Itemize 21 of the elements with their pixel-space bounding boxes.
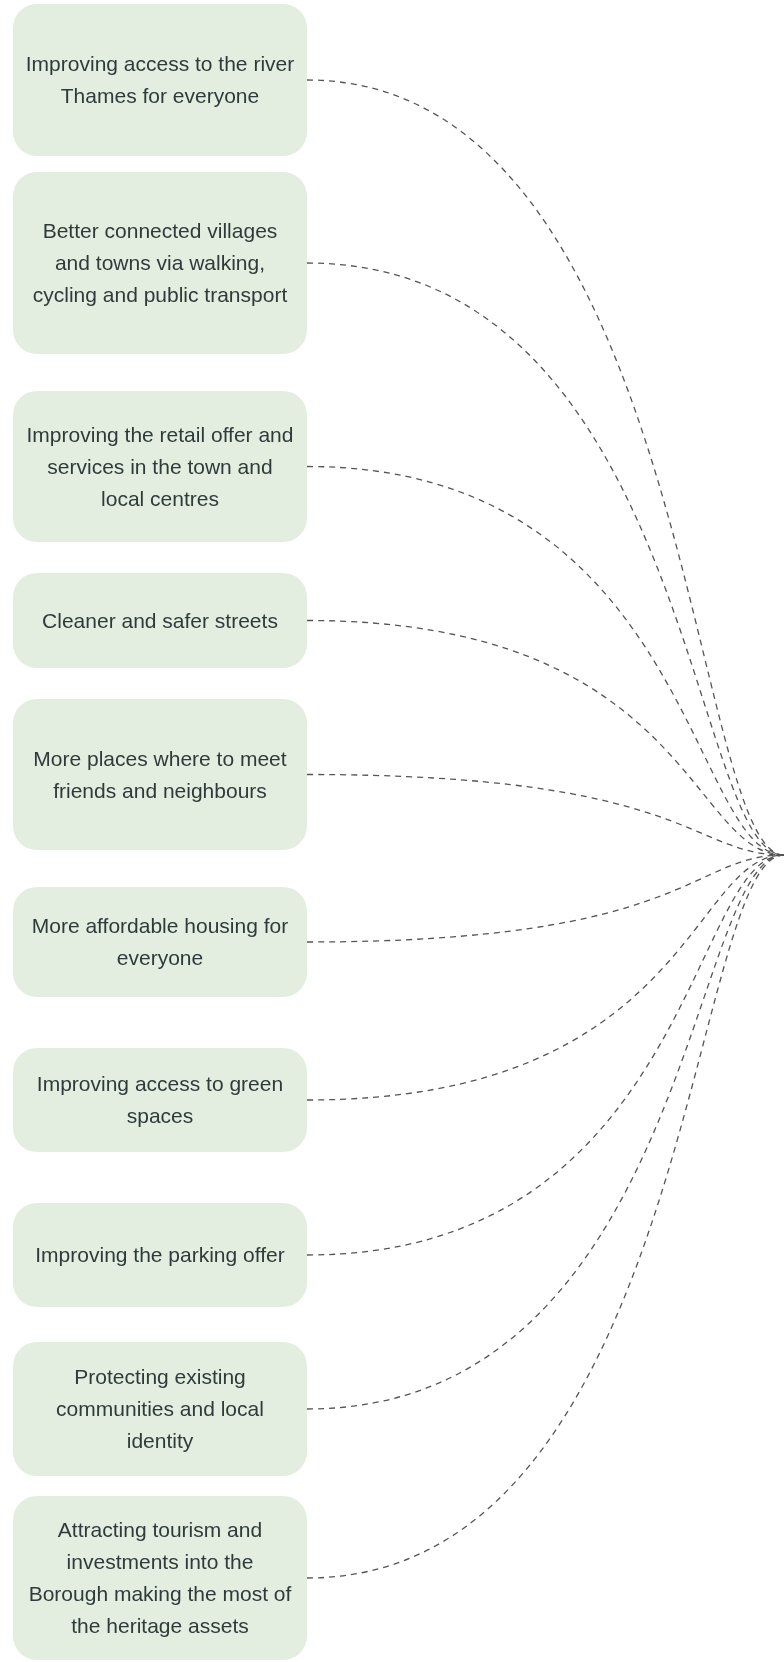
box-text: Improving access to green spaces: [35, 1071, 285, 1129]
box-text: More affordable housing for everyone: [30, 913, 290, 971]
box-text: Improving the retail offer and services in the town and local centres: [25, 421, 295, 512]
rounded-box: [13, 1203, 307, 1307]
box-text: Protecting existing communities and local identity: [55, 1364, 265, 1454]
rounded-box: [13, 172, 307, 354]
rounded-box: [13, 1342, 307, 1476]
box-text: More places where to meet friends and neighbours: [32, 745, 288, 804]
box-text: Attracting tourism and investments into the Borough making the most of the heritage assets: [27, 1517, 293, 1639]
rounded-box: [13, 4, 307, 156]
box-text: Improving access to the river Thames for everyone: [25, 51, 295, 109]
rounded-box: [13, 1048, 307, 1152]
rounded-box: [13, 1496, 307, 1660]
rounded-box: [13, 391, 307, 542]
rounded-box: [13, 573, 307, 668]
box-text: Better connected villages and towns via walking, cycling and public transport: [31, 218, 289, 308]
rounded-box: [13, 699, 307, 850]
box-text: Improving the parking offer: [35, 1242, 285, 1268]
box-text: Cleaner and safer streets: [42, 607, 278, 634]
dashed-connector: [306, 854, 784, 1579]
rounded-box: [13, 887, 307, 997]
